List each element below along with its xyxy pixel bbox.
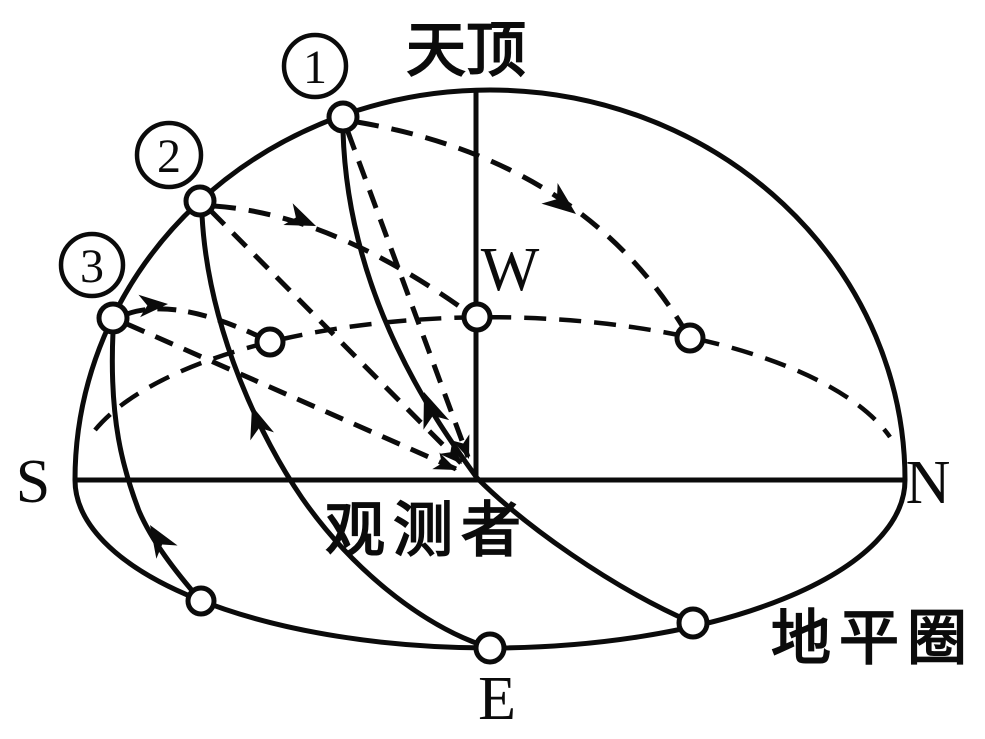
motion-arrow-path1-up-icon — [411, 387, 450, 430]
sun-rise-point-east — [473, 631, 507, 665]
horizon-circle-label: 地平圈 — [771, 606, 975, 672]
motion-arrow-path2-up-icon — [240, 402, 275, 441]
path-badge-1-circle — [281, 32, 349, 100]
sun-ray-1-to-observer — [345, 131, 471, 458]
path-badge-3-number: 3 — [80, 240, 104, 293]
zenith-label: 天顶 — [406, 18, 526, 84]
west-label: W — [481, 236, 540, 304]
path-badge-1: 1 — [281, 32, 349, 100]
sky-dome-outline — [72, 87, 908, 481]
path-badge-1-number: 1 — [303, 41, 327, 94]
sun-set-point-southwest — [254, 326, 286, 358]
path-badge-3: 3 — [58, 231, 126, 299]
sun-path-2-rising-arc — [199, 214, 491, 651]
path-badge-2: 2 — [134, 120, 204, 190]
horizon-back-arc — [93, 314, 892, 439]
sun-rise-point-southeast — [185, 585, 217, 617]
sun-noon-position-1 — [326, 100, 360, 134]
sun-path-3-rising-arc — [109, 331, 203, 603]
sun-noon-position-2 — [183, 184, 217, 218]
path-badge-2-circle — [134, 120, 204, 190]
sun-ray-2-to-observer — [209, 209, 463, 465]
sun-ray-3-to-observer — [125, 321, 458, 472]
motion-arrow-path1-down-icon — [541, 182, 585, 225]
path-badge-3-circle — [58, 231, 126, 299]
sun-set-point-west — [461, 301, 493, 333]
sun-noon-position-3 — [96, 301, 130, 335]
sun-path-3-setting-arc — [126, 306, 260, 339]
south-label: S — [16, 448, 50, 516]
motion-arrow-path3-down-icon — [138, 292, 169, 318]
sun-path-2-setting-arc — [213, 203, 468, 314]
east-label: E — [478, 665, 516, 733]
sun-rise-point-northeast — [676, 606, 710, 640]
north-label: N — [906, 449, 951, 517]
sun-set-point-northwest — [674, 322, 706, 354]
sun-path-1-rising-arc — [340, 130, 694, 626]
path-badge-2-number: 2 — [157, 130, 181, 183]
observer-label: 观测者 — [325, 498, 529, 564]
